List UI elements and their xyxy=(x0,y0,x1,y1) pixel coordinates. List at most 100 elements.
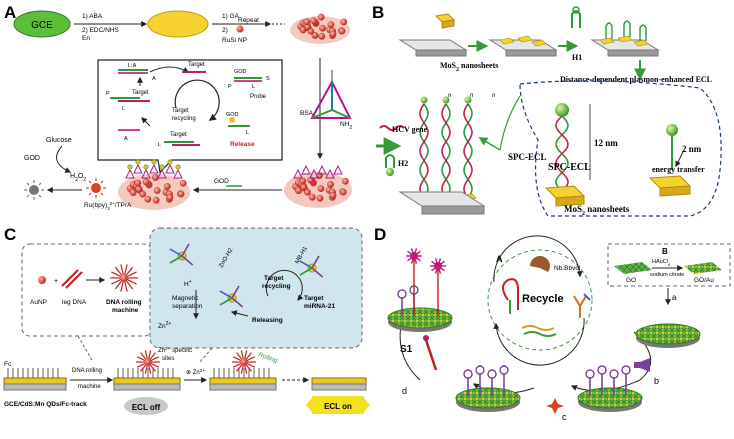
np-particle xyxy=(295,187,302,195)
walker-line1: DNA rolling xyxy=(106,299,142,306)
probe-arm xyxy=(169,255,183,264)
c-recycling-line1: Target xyxy=(264,275,284,282)
panel-a-letter: A xyxy=(4,3,16,22)
hplus-label: H+ xyxy=(184,279,192,288)
cycle-diagram: L:A Target GOD P L S Probe Target recycl… xyxy=(106,62,270,148)
god-bottom-label: GOD xyxy=(226,112,239,118)
probe-loop xyxy=(487,369,497,379)
svg-text:ECL on: ECL on xyxy=(324,402,352,411)
probe-label: Probe xyxy=(250,94,267,100)
panel-d: D A Nb.BbvcI Recycle B xyxy=(374,225,731,422)
mos2-slab xyxy=(488,35,558,57)
green-nanoparticle xyxy=(555,103,569,117)
np-particle xyxy=(338,27,346,35)
np-particle xyxy=(152,196,160,204)
dna-walker-icon xyxy=(110,264,138,292)
zn-label: Zn2+ xyxy=(158,321,171,330)
god-enzyme-mark xyxy=(143,164,149,170)
np-particle xyxy=(327,21,335,29)
release-label: Release xyxy=(230,141,255,148)
releasing-label: Releasing xyxy=(252,317,283,324)
h1-label: H1 xyxy=(572,53,582,62)
probe-arm xyxy=(219,297,233,306)
probe-loop xyxy=(475,365,485,375)
helix-strand xyxy=(419,103,429,195)
probe-loop xyxy=(585,369,595,379)
probe-arm xyxy=(311,255,320,269)
god-np-cluster xyxy=(125,159,187,204)
probe-arm xyxy=(299,267,313,276)
dna-helices xyxy=(415,96,477,201)
d-enzyme-icon xyxy=(530,256,551,272)
b-callout xyxy=(519,80,722,217)
step1-line2: 2) EDC/NHS xyxy=(82,27,120,34)
plate-top xyxy=(455,387,521,409)
releasing-arrow xyxy=(230,310,249,317)
god-side-label: GOD xyxy=(24,155,40,162)
green-nanoparticle xyxy=(442,96,450,104)
l4-label: L xyxy=(246,130,249,136)
cycle-box xyxy=(97,59,283,174)
c-electrode-label: GCE/CdS:Mn QDs/Fc-track xyxy=(4,401,87,408)
leg-dna-icon xyxy=(61,269,83,289)
hairpin-slab xyxy=(590,20,660,57)
light-off-icon xyxy=(24,180,44,200)
tetrahedron-mark xyxy=(141,168,151,179)
tetrahedron-mark xyxy=(293,168,303,179)
rusi-np-icon xyxy=(236,25,244,33)
nh2-label: NH2 xyxy=(340,121,352,131)
hcv-label: HCV gene xyxy=(392,125,428,134)
h1-hairpin-icon xyxy=(571,6,581,28)
h2o2-label: H2O2 xyxy=(70,173,86,183)
d-step-c: c xyxy=(562,412,567,422)
d-enzyme-label: Nb.BbvcI xyxy=(554,265,581,272)
np-particle xyxy=(135,185,143,193)
green-nanoparticle xyxy=(420,96,428,104)
d-hairpin-icon xyxy=(502,278,519,314)
c-electrode-3 xyxy=(209,350,277,391)
np-particle xyxy=(177,190,185,198)
d-y-probe-icon xyxy=(573,293,591,318)
specific-line1: Zn2+specific xyxy=(158,346,192,355)
panel-b-letter: B xyxy=(372,3,384,22)
helix-strand xyxy=(463,103,473,195)
a2-label: A xyxy=(124,136,128,142)
leg-label: leg DNA xyxy=(62,299,87,306)
magnetic-line2: separation xyxy=(172,303,203,310)
d-recycle-label: Recycle xyxy=(522,293,564,305)
c-left-pointer xyxy=(77,335,93,361)
hairpin-probe xyxy=(605,22,613,39)
nm2-label: 2 nm xyxy=(682,144,702,154)
np-particle xyxy=(153,187,161,194)
mos2-flake-icon xyxy=(434,13,456,29)
np-particle xyxy=(300,183,308,191)
n1-label: n xyxy=(448,93,452,99)
np-particle xyxy=(340,18,348,26)
god-enzyme-mark xyxy=(159,164,165,170)
gce-label: GCE xyxy=(31,20,53,31)
spc-ecl-left: SPC-ECL xyxy=(508,152,547,162)
np-particle xyxy=(317,185,325,192)
nm12-label: 12 nm xyxy=(594,138,618,148)
hairpin-probe xyxy=(623,20,631,37)
a1-label: A xyxy=(152,76,156,82)
walker-line2: machine xyxy=(112,307,139,314)
l2-label: L xyxy=(122,106,125,112)
mos2-flake xyxy=(517,35,533,43)
god-enzyme-mark xyxy=(151,159,157,165)
tetrahedron-mark xyxy=(333,164,343,175)
n3-label: n xyxy=(492,93,496,99)
glucose-arrow xyxy=(56,145,72,173)
light-on-icon xyxy=(86,178,106,198)
tetrahedron-mark xyxy=(317,164,327,175)
tetrahedron-mark xyxy=(149,163,159,174)
spike-core xyxy=(434,262,442,270)
tetra-np-cluster xyxy=(292,164,349,202)
d-plate-1 xyxy=(387,248,453,332)
spc-ecl-callout: SPC-ECL xyxy=(548,162,591,173)
energy-label: energy transfer xyxy=(652,165,705,174)
zno-np-cluster-3 xyxy=(299,255,324,278)
b-title: Distance-dependent plasmon-enhanced ECL xyxy=(560,75,712,84)
probe-arm xyxy=(219,290,233,299)
p2-label: P xyxy=(106,91,110,97)
